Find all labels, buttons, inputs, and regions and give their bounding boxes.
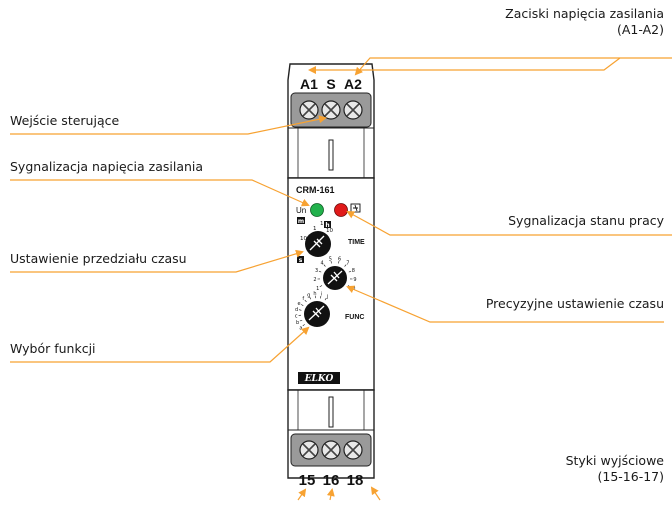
- label-output-contacts-line2: (15-16-17): [597, 469, 665, 484]
- label-function-select: Wybór funkcji: [10, 341, 96, 356]
- func-letter-mark-9: [324, 297, 327, 301]
- range-tick-10a: 10: [300, 236, 307, 242]
- time-range-knob[interactable]: [305, 231, 331, 257]
- fine-tick-5: 6: [338, 257, 341, 263]
- callout-fine-time: [346, 285, 664, 323]
- screw-a1: [299, 100, 319, 120]
- screw-a2: [343, 100, 363, 120]
- range-tick-10b: 10: [326, 228, 333, 234]
- bottom-terminal-screws: [299, 440, 363, 460]
- fine-tick-mark-7: [348, 270, 352, 273]
- fine-tick-mark-6: [344, 264, 347, 267]
- func-letter-1: b: [296, 320, 299, 326]
- arrow-18: [370, 486, 381, 501]
- model-label: CRM-161: [296, 185, 335, 195]
- label-output-contacts-line1: Styki wyjściowe: [565, 453, 664, 468]
- label-control-input: Wejście sterujące: [10, 113, 120, 128]
- label-output-contacts: Styki wyjściowe (15-16-17): [566, 453, 664, 485]
- screw-16: [321, 440, 341, 460]
- func-letter-4: e: [297, 301, 300, 307]
- fine-tick-mark-2: [318, 270, 322, 273]
- func-letter-mark-3: [298, 309, 302, 311]
- terminal-label-s: S: [326, 76, 335, 92]
- func-letter-8: i: [321, 292, 322, 298]
- func-letter-0: a: [299, 326, 302, 332]
- terminal-label-a2: A2: [344, 76, 362, 92]
- screw-15: [299, 440, 319, 460]
- fine-tick-8: 9: [353, 277, 356, 283]
- func-letter-mark-6: [309, 296, 311, 300]
- brand-badge: [298, 372, 340, 384]
- callout-supply-a1: [308, 57, 672, 74]
- label-supply-terminals-line2: (A1-A2): [617, 22, 664, 37]
- fine-tick-2: 3: [315, 268, 318, 274]
- range-tick-1a: 1: [313, 226, 317, 232]
- func-letter-9: j: [326, 294, 328, 300]
- func-letter-6: g: [307, 293, 310, 299]
- fine-tick-4: 5: [329, 257, 332, 263]
- label-supply-terminals: Zaciski napięcia zasilania (A1-A2): [505, 6, 664, 38]
- led-red: [334, 203, 348, 217]
- unit-h: h: [325, 222, 329, 229]
- screw-s: [321, 100, 341, 120]
- label-fine-time: Precyzyjne ustawienie czasu: [485, 296, 664, 311]
- fine-tick-3: 4: [321, 261, 324, 267]
- func-letter-mark-5: [304, 299, 307, 303]
- fine-tick-mark-0: [319, 285, 323, 288]
- top-terminal-screws: [299, 100, 363, 120]
- range-tick-1b: 1: [320, 221, 324, 227]
- terminal-label-15: 15: [299, 472, 316, 489]
- func-letter-3: d: [295, 307, 298, 313]
- arrow-16: [326, 488, 335, 501]
- time-label: TIME: [348, 239, 365, 246]
- range-scale: 1 10 1 10: [300, 221, 333, 242]
- callout-supply-led: [10, 179, 310, 207]
- func-letter-mark-8: [320, 295, 322, 299]
- terminal-label-16: 16: [323, 472, 340, 489]
- func-letter-mark-1: [299, 319, 303, 322]
- fine-tick-mark-4: [330, 260, 332, 264]
- fine-tick-mark-3: [323, 264, 326, 267]
- relay-contact-icon: [350, 203, 361, 213]
- arrow-15: [297, 488, 307, 501]
- fine-tick-7: 8: [352, 268, 355, 274]
- fine-tick-1: 2: [313, 277, 316, 283]
- terminal-label-a1: A1: [300, 76, 318, 92]
- func-letter-mark-0: [302, 324, 305, 327]
- screw-18: [343, 440, 363, 460]
- unit-s: s: [299, 257, 303, 264]
- fine-tick-mark-5: [338, 260, 340, 264]
- callouts: [10, 57, 672, 363]
- callout-supply-a2: [354, 57, 620, 76]
- callout-work-state: [346, 211, 672, 236]
- label-time-range: Ustawienie przedziału czasu: [10, 251, 187, 266]
- label-supply-signal: Sygnalizacja napięcia zasilania: [10, 159, 204, 174]
- output-arrows: [297, 486, 381, 501]
- unit-m: m: [298, 218, 304, 225]
- terminal-label-18: 18: [347, 472, 364, 489]
- fine-tick-0: 1: [316, 286, 319, 292]
- callout-function: [10, 326, 310, 363]
- led-green: [310, 203, 324, 217]
- label-supply-terminals-line1: Zaciski napięcia zasilania: [505, 6, 664, 21]
- func-letter-2: c: [295, 314, 298, 320]
- function-knob[interactable]: [304, 301, 330, 327]
- func-letter-mark-4: [301, 304, 304, 306]
- callout-control: [10, 115, 327, 135]
- label-work-state: Sygnalizacja stanu pracy: [508, 213, 664, 228]
- func-label: FUNC: [345, 314, 364, 321]
- led-un-label: Un: [296, 206, 306, 215]
- func-letter-5: f: [302, 296, 304, 302]
- fine-tick-6: 7: [346, 261, 349, 267]
- func-letter-7: h: [313, 291, 316, 297]
- fine-time-knob[interactable]: [323, 266, 347, 290]
- callout-time-range: [10, 249, 304, 273]
- brand-logo: ELKO: [304, 374, 334, 384]
